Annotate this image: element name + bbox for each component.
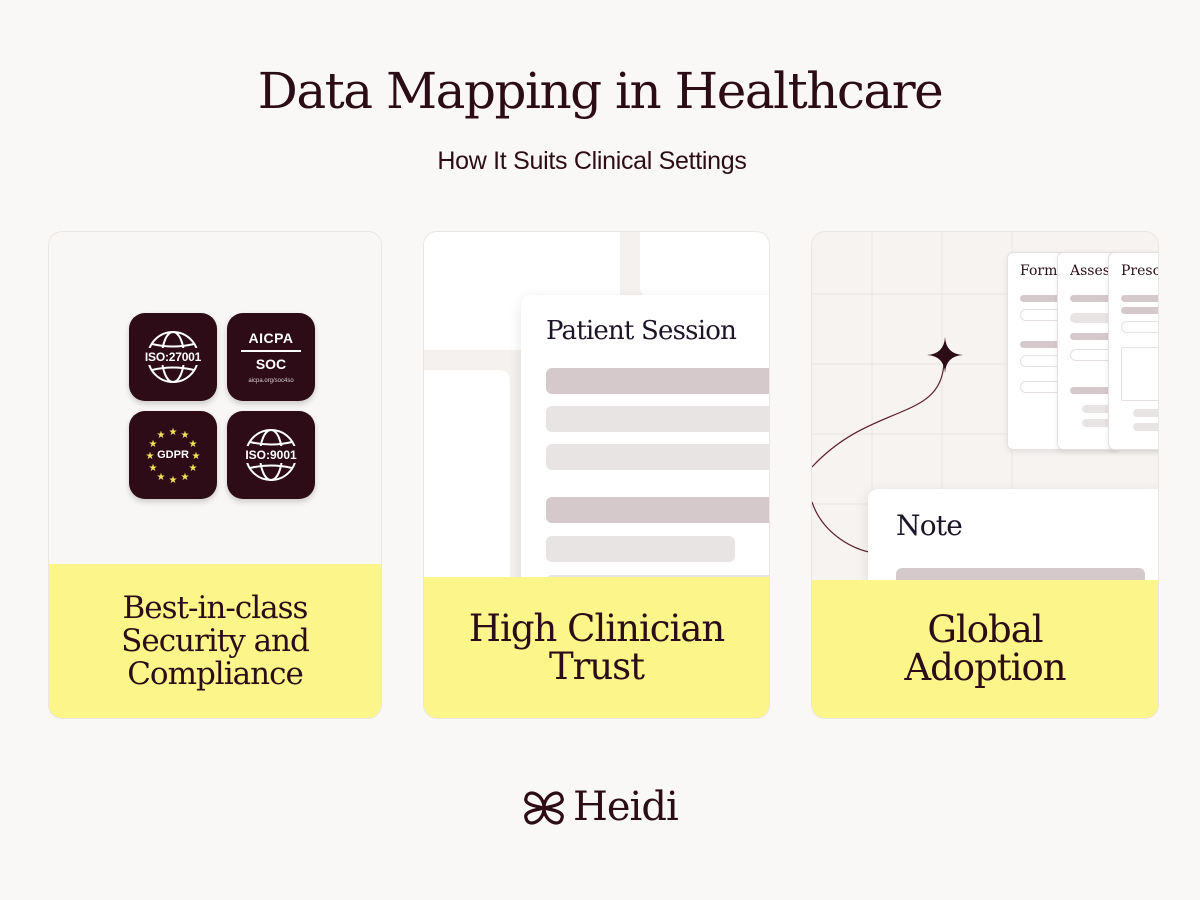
- badge-gdpr: ★ ★ ★ ★ ★ ★ ★ ★ ★ ★ ★ ★ GDPR: [129, 411, 217, 499]
- sparkle-icon: [927, 337, 963, 373]
- placeholder-bar: [1121, 307, 1158, 314]
- badge-divider: [241, 350, 301, 352]
- document-title: Asses: [1070, 263, 1110, 279]
- card-label: High Clinician Trust: [424, 577, 769, 718]
- svg-text:★: ★: [149, 463, 158, 474]
- globe-icon: [141, 331, 205, 383]
- heidi-logo-icon: [524, 791, 564, 825]
- badge-aicpa-soc: AICPA SOC aicpa.org/soc4so: [227, 313, 315, 401]
- note-title: Note: [896, 509, 963, 542]
- badge-label: ISO:9001: [245, 448, 297, 462]
- card-security: ISO:27001 AICPA SOC aicpa.org/soc4so ★ ★…: [48, 231, 382, 719]
- placeholder-bar: [546, 444, 769, 470]
- bg-block: [424, 370, 510, 590]
- document-title: Form: [1020, 263, 1058, 279]
- card-label: Best-in-class Security and Compliance: [49, 564, 381, 718]
- card-trust: Patient Session High Clinician Trust: [423, 231, 770, 719]
- svg-text:★: ★: [169, 427, 178, 438]
- placeholder-bar: [546, 497, 769, 523]
- placeholder-bar: [546, 536, 735, 562]
- svg-text:★: ★: [169, 475, 178, 486]
- placeholder-bar: [1133, 409, 1158, 417]
- badge-small-label: aicpa.org/soc4so: [248, 378, 294, 384]
- svg-text:★: ★: [189, 463, 198, 474]
- bg-block: [640, 232, 769, 298]
- badge-top-label: AICPA: [248, 330, 294, 346]
- page-title: Data Mapping in Healthcare: [257, 62, 944, 120]
- svg-text:★: ★: [149, 439, 158, 450]
- placeholder-bar: [546, 368, 769, 394]
- svg-text:★: ★: [192, 451, 201, 462]
- brand-name: Heidi: [573, 784, 679, 830]
- document-title: Presc: [1121, 263, 1159, 279]
- placeholder-bar: [546, 406, 769, 432]
- placeholder-bar: [1121, 347, 1158, 401]
- svg-text:★: ★: [146, 451, 155, 462]
- svg-text:★: ★: [157, 430, 166, 441]
- globe-icon: [241, 429, 301, 481]
- patient-session-panel: Patient Session: [521, 295, 769, 601]
- badge-label: ISO:27001: [144, 350, 202, 364]
- placeholder-bar: [1121, 321, 1158, 333]
- placeholder-bar: [1133, 423, 1158, 431]
- svg-text:★: ★: [181, 430, 190, 441]
- prescription-document: Presc: [1108, 252, 1159, 450]
- svg-text:★: ★: [157, 472, 166, 483]
- badge-label: GDPR: [157, 449, 189, 461]
- card-adoption: Form Asses Presc Note Global Adoption: [811, 231, 1159, 719]
- card-label: Global Adoption: [812, 580, 1158, 718]
- panel-title: Patient Session: [546, 316, 737, 346]
- svg-text:★: ★: [189, 439, 198, 450]
- badge-bottom-label: SOC: [255, 356, 287, 372]
- svg-text:★: ★: [181, 472, 190, 483]
- page-subtitle: How It Suits Clinical Settings: [437, 147, 747, 175]
- placeholder-bar: [1121, 295, 1158, 302]
- badge-iso9001: ISO:9001: [227, 411, 315, 499]
- badge-iso27001: ISO:27001: [129, 313, 217, 401]
- eu-stars-icon: ★ ★ ★ ★ ★ ★ ★ ★ ★ ★ ★ ★: [146, 427, 201, 486]
